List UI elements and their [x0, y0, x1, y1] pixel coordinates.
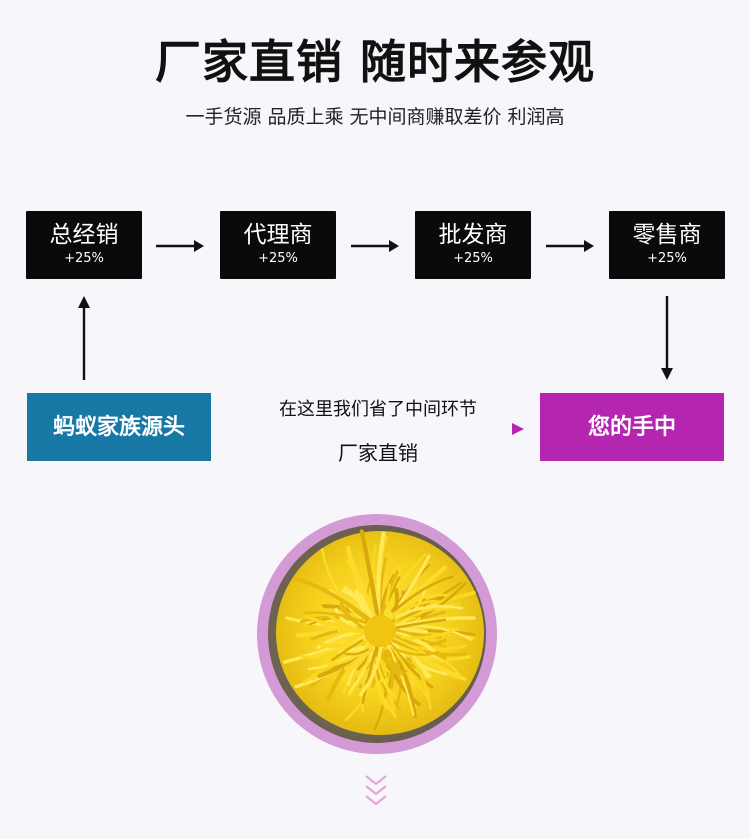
- petal-stroke: [392, 629, 438, 655]
- petal-stroke: [388, 652, 395, 690]
- chain-box-label: 零售商: [632, 222, 702, 248]
- arrow-right-icon: [546, 240, 594, 252]
- petal-stroke: [331, 639, 364, 662]
- petal-stroke: [307, 634, 373, 659]
- petal-stroke: [389, 565, 447, 620]
- petal-stroke: [384, 639, 415, 717]
- page-title: 厂家直销 随时来参观: [154, 35, 595, 89]
- petal-stroke: [384, 649, 405, 675]
- petal-stroke: [386, 624, 473, 641]
- petal-stroke: [395, 599, 438, 615]
- petal-stroke: [345, 549, 379, 624]
- arrow-down-icon: [661, 296, 673, 380]
- petal-stroke: [393, 647, 440, 657]
- petal-stroke: [389, 643, 428, 698]
- chain-box-general-distributor: 总经销 +25%: [26, 211, 142, 279]
- petal-stroke: [320, 548, 361, 621]
- chain-box-markup: +25%: [258, 251, 298, 266]
- petal-stroke: [359, 641, 384, 697]
- chain-box-wholesaler: 批发商 +25%: [415, 211, 531, 279]
- arrow-right-icon: [156, 240, 204, 252]
- petal-stroke: [386, 553, 427, 610]
- page-subtitle: 一手货源 品质上乘 无中间商赚取差价 利润高: [185, 106, 565, 128]
- petal-stroke: [385, 583, 391, 606]
- chain-box-label: 批发商: [438, 222, 508, 248]
- petal-stroke: [355, 589, 366, 612]
- chrysanthemum-photo: [268, 525, 486, 743]
- chevron-down-icon: [365, 775, 387, 806]
- petal-stroke: [394, 606, 450, 622]
- petal-stroke: [282, 632, 373, 664]
- chain-box-label: 代理商: [243, 222, 313, 248]
- gradient-arrow-right-icon: [236, 423, 524, 435]
- source-box: 蚂蚁家族源头: [27, 393, 211, 461]
- petal-stroke: [293, 576, 375, 625]
- petal-stroke: [311, 632, 364, 681]
- direct-route-subcaption: 厂家直销: [338, 441, 418, 465]
- direct-route-caption: 在这里我们省了中间环节: [279, 399, 477, 420]
- petal-stroke: [400, 629, 453, 640]
- chain-box-agent: 代理商 +25%: [220, 211, 336, 279]
- petal-stroke: [387, 602, 461, 627]
- petal-stroke: [397, 642, 467, 681]
- petal-stroke: [393, 575, 454, 612]
- destination-box: 您的手中: [540, 393, 724, 461]
- chain-box-markup: +25%: [647, 251, 687, 266]
- petal-stroke: [315, 601, 366, 634]
- petal-stroke: [384, 635, 468, 657]
- chain-box-markup: +25%: [453, 251, 493, 266]
- petal-stroke: [361, 649, 377, 704]
- petal-stroke: [344, 648, 370, 656]
- petal-stroke: [361, 638, 376, 713]
- chain-box-retailer: 零售商 +25%: [609, 211, 725, 279]
- petal-stroke: [394, 645, 471, 661]
- chain-box-label: 总经销: [49, 222, 119, 248]
- petal-stroke: [359, 529, 380, 620]
- petal-stroke: [371, 655, 397, 718]
- petal-stroke: [341, 638, 375, 682]
- petal-stroke: [394, 604, 464, 618]
- petal-stroke: [337, 627, 355, 633]
- arrow-up-icon: [78, 296, 90, 380]
- chain-box-markup: +25%: [64, 251, 104, 266]
- arrow-right-icon: [351, 240, 399, 252]
